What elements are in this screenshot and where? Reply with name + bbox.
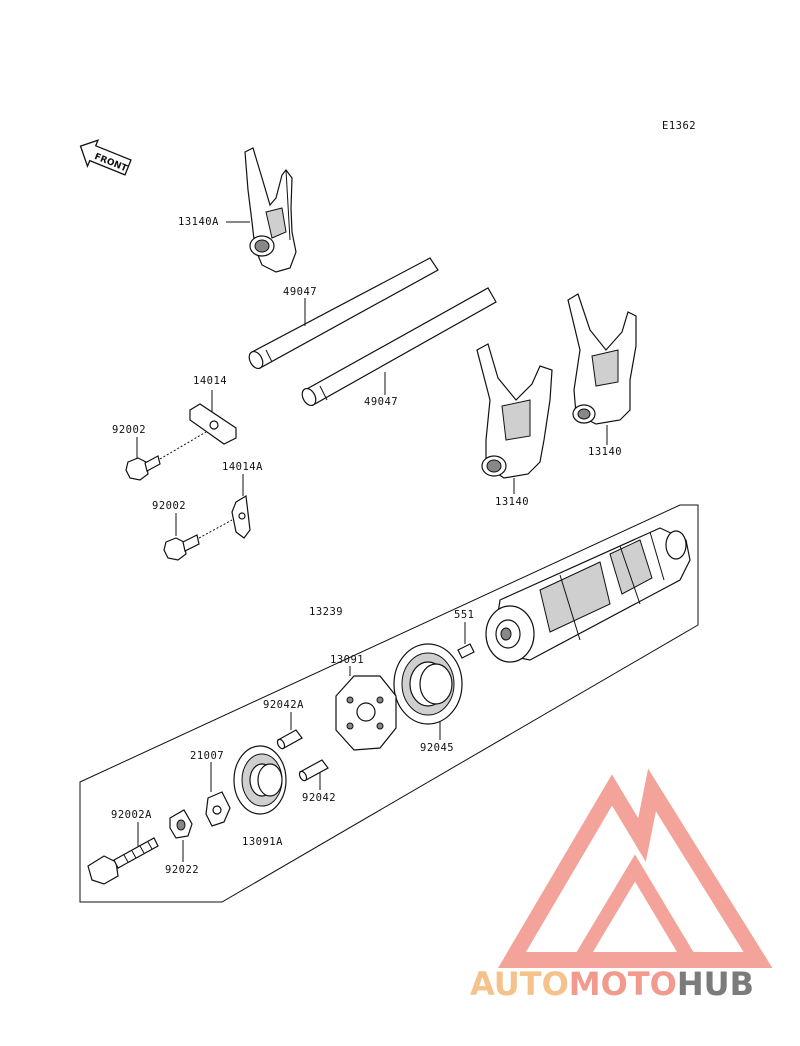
bolt-92002-bottom	[163, 519, 233, 561]
shift-rod-49047-bottom	[301, 287, 497, 407]
pin-551	[457, 643, 475, 659]
label-49047-top: 49047	[283, 286, 317, 298]
label-13091A: 13091A	[242, 836, 283, 848]
watermark-text: AUTOMOTOHUB	[470, 965, 754, 1003]
label-92045: 92045	[420, 742, 454, 754]
pin-92042	[298, 759, 329, 782]
drum-assembly-box	[79, 504, 699, 903]
plate-13091A	[233, 745, 287, 815]
label-13140A: 13140A	[178, 216, 219, 228]
label-13140-center: 13140	[495, 496, 529, 508]
label-92022: 92022	[165, 864, 199, 876]
shift-fork-13140A	[244, 147, 297, 273]
front-arrow-icon: FRONT	[79, 139, 132, 176]
label-13140-right: 13140	[588, 446, 622, 458]
plate-14014	[189, 403, 237, 445]
label-13239: 13239	[309, 606, 343, 618]
label-14014: 14014	[193, 375, 227, 387]
label-21007: 21007	[190, 750, 224, 762]
shift-fork-13140-center	[476, 343, 553, 479]
bolt-92002A	[87, 837, 159, 885]
diagram-code: E1362	[662, 120, 696, 132]
bolt-92002-top	[125, 431, 207, 481]
plate-14014A	[231, 495, 251, 539]
bearing-92045	[393, 643, 463, 725]
label-49047-bottom: 49047	[364, 396, 398, 408]
label-92042A: 92042A	[263, 699, 304, 711]
shift-fork-13140-right	[567, 293, 637, 425]
label-92002-bottom: 92002	[152, 500, 186, 512]
stopper-21007	[205, 791, 231, 827]
pin-92042A	[276, 729, 303, 750]
label-14014A: 14014A	[222, 461, 263, 473]
shift-rod-49047-top	[248, 257, 439, 370]
collar-92022	[169, 809, 193, 839]
watermark-logo	[498, 768, 773, 968]
label-92042: 92042	[302, 792, 336, 804]
label-13091: 13091	[330, 654, 364, 666]
shift-drum-13239	[485, 527, 691, 663]
label-551: 551	[454, 609, 474, 621]
pin-holder-13091	[335, 675, 397, 751]
label-92002-top: 92002	[112, 424, 146, 436]
label-92002A: 92002A	[111, 809, 152, 821]
